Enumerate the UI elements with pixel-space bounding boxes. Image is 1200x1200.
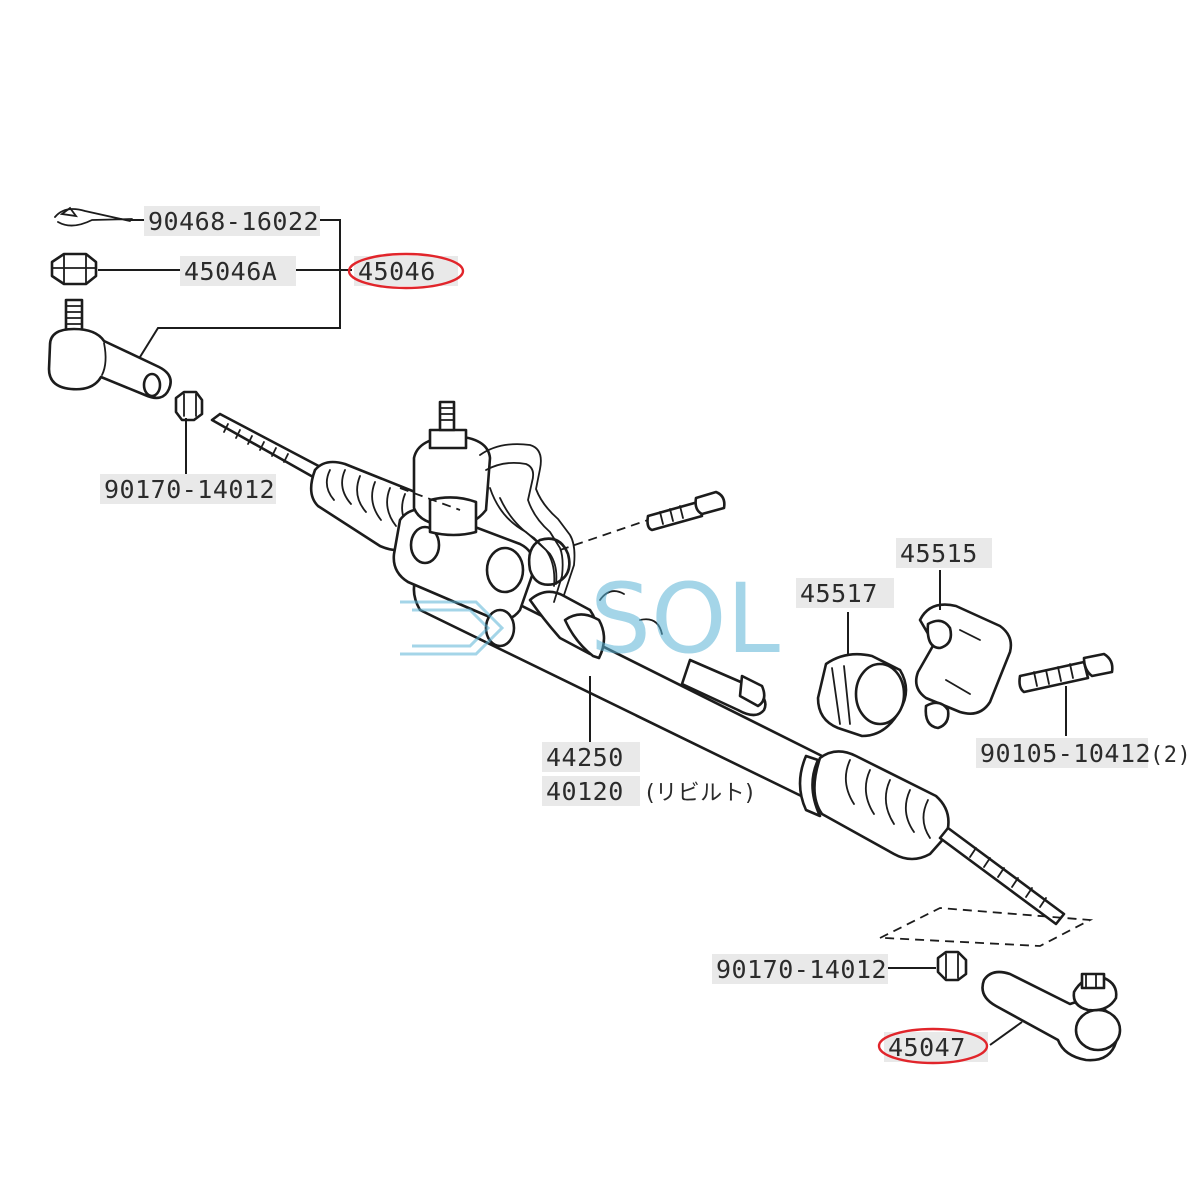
lock-nut-right — [886, 950, 968, 982]
label-tie-rod-end-rh: 45047 — [877, 1027, 989, 1065]
cotter-pin-number: 90468-16022 — [148, 207, 319, 236]
bushing-number: 45517 — [800, 579, 878, 608]
rack-assy-rebuilt-note: (リビルト) — [646, 781, 754, 806]
label-cotter-pin: 90468-16022 — [144, 206, 320, 236]
cotter-pin — [54, 206, 133, 227]
label-nut-a: 45046A — [180, 256, 296, 286]
watermark: SOL — [400, 563, 780, 675]
dashed-leaders — [399, 487, 1094, 947]
highlight-ring-45047 — [877, 1027, 989, 1065]
mount-bolt-upper — [646, 490, 726, 532]
castle-nut — [50, 252, 98, 286]
label-bushing: 45517 — [796, 578, 894, 608]
bolt-number: 90105-10412 — [980, 739, 1151, 768]
label-lock-nut-right: 90170-14012 — [712, 954, 888, 984]
bushing — [816, 612, 908, 738]
tie-rod-end-rh-number: 45047 — [888, 1033, 966, 1062]
label-bolt: 90105-10412 (2) — [976, 738, 1191, 768]
highlight-ring-45046 — [347, 252, 465, 290]
rack-assy-number: 44250 — [546, 743, 624, 772]
label-rack-assy: 44250 40120 (リビルト) — [542, 742, 754, 806]
tie-rod-end-left — [47, 298, 172, 400]
bolt — [1018, 652, 1114, 736]
lock-nut-right-number: 90170-14012 — [716, 955, 887, 984]
label-lock-nut-left: 90170-14012 — [100, 474, 276, 504]
bracket — [914, 570, 1013, 730]
leader-lines-top-left — [98, 219, 352, 478]
tie-rod-end-lh-number: 45046 — [358, 257, 436, 286]
label-tie-rod-end-lh: 45046 — [347, 252, 465, 290]
bracket-number: 45515 — [900, 539, 978, 568]
nut-a-number: 45046A — [184, 257, 277, 286]
label-bracket: 45515 — [896, 538, 992, 568]
tie-rod-end-right — [981, 970, 1122, 1062]
watermark-text: SOL — [590, 563, 780, 675]
lock-nut-left-number: 90170-14012 — [104, 475, 275, 504]
lock-nut-left — [174, 390, 204, 422]
rack-assy-rebuilt-number: 40120 — [546, 777, 624, 806]
bolt-qty: (2) — [1150, 743, 1191, 768]
